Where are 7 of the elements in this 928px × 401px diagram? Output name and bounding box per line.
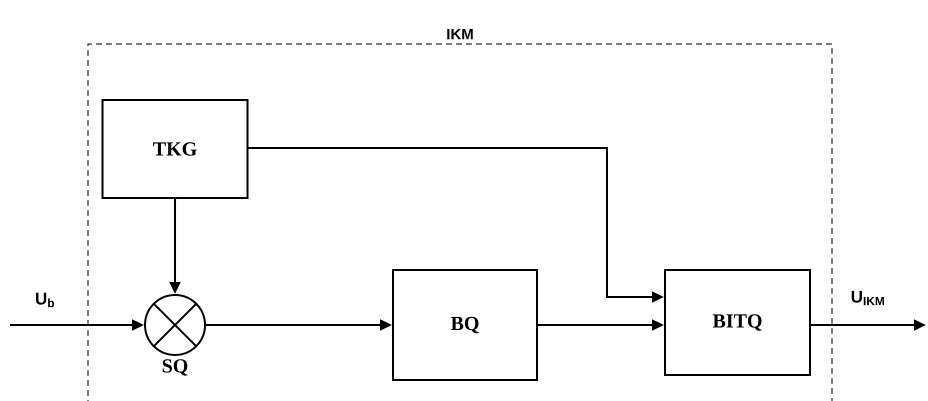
node-label: IKM <box>447 28 473 40</box>
edge-label: U$_{IKM}$ <box>852 290 884 306</box>
block-box: BQ <box>392 269 538 381</box>
edge-label: U$_{b}$ <box>36 292 54 308</box>
block-box: TKG <box>102 99 248 199</box>
block-box: BITQ <box>664 269 811 376</box>
node-label: SQ <box>162 359 188 376</box>
